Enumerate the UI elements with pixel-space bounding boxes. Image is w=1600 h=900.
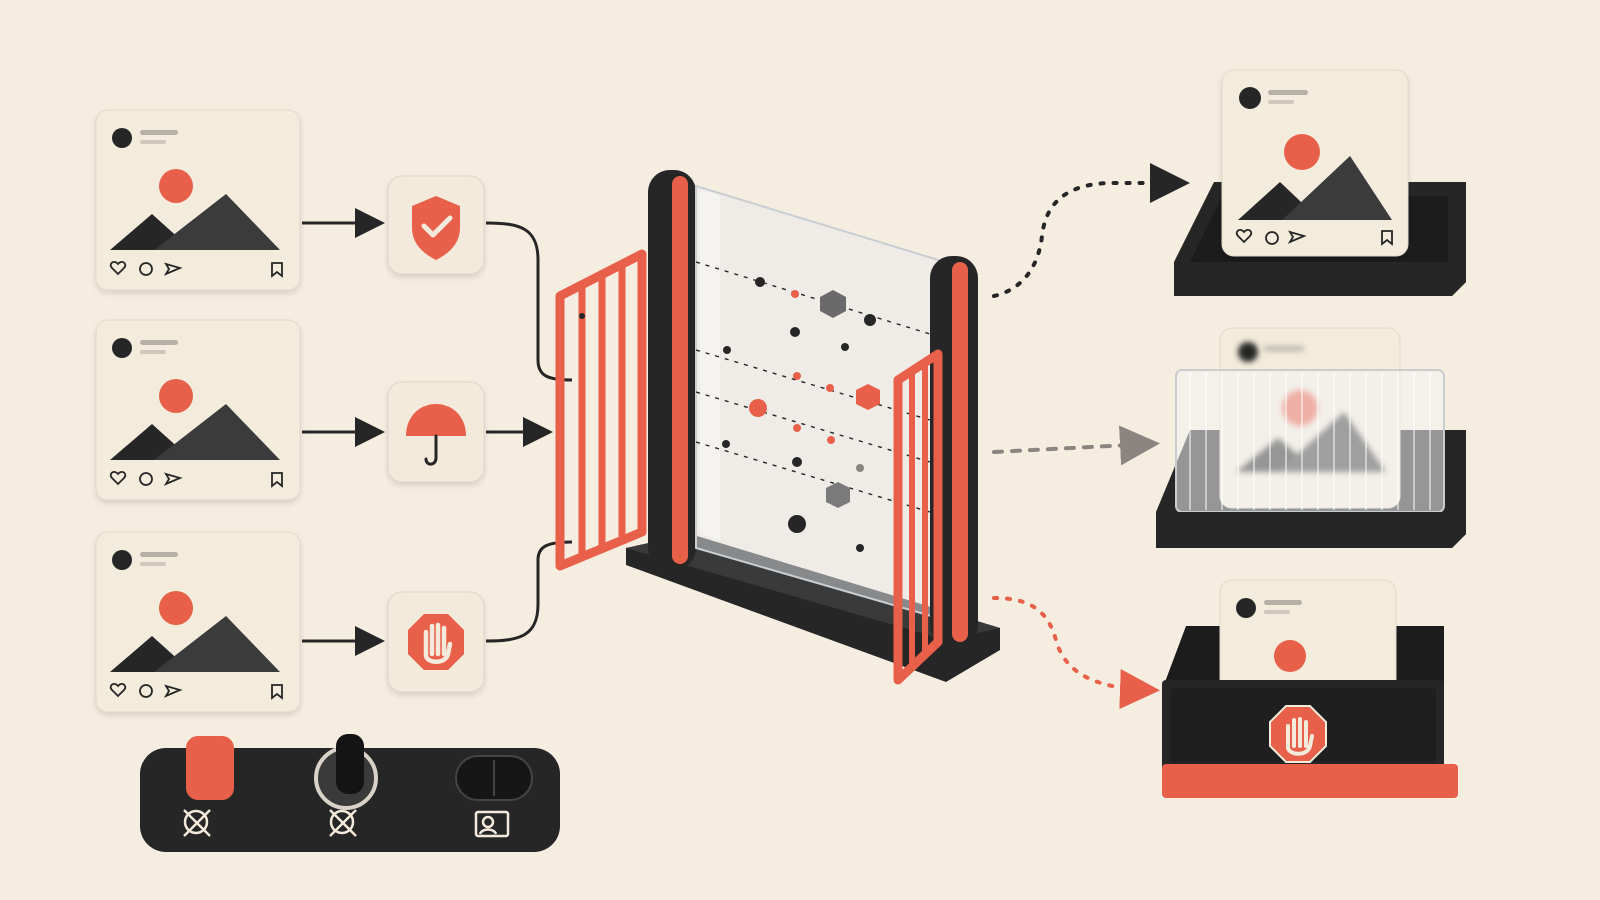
comment-icon — [1265, 231, 1279, 245]
policy-tile-umbrella — [387, 381, 485, 483]
bookmark-icon — [271, 262, 283, 278]
avatar-icon — [112, 338, 132, 358]
image-icon — [110, 169, 280, 250]
policy-tile-shield — [387, 175, 485, 275]
heart-icon — [1235, 229, 1253, 244]
arrow-blurred — [992, 425, 1160, 466]
switch-3[interactable] — [455, 755, 533, 838]
shield-check-icon — [412, 196, 460, 260]
avatar-icon — [1239, 87, 1261, 109]
share-icon — [1287, 230, 1307, 244]
post-actions — [109, 261, 283, 278]
avatar-icon — [1236, 598, 1256, 618]
filter-particles — [695, 261, 931, 552]
post-actions — [109, 683, 283, 700]
input-post-3 — [95, 531, 301, 713]
post-to-policy-arrows — [302, 208, 385, 656]
no-violence-icon — [329, 809, 357, 837]
post-actions — [1235, 229, 1393, 246]
image-icon — [110, 591, 280, 672]
policy-to-gate-connectors — [485, 221, 573, 643]
stop-hand-icon — [1269, 705, 1327, 763]
moderation-filter-gate — [555, 170, 1000, 685]
switch-2[interactable] — [314, 734, 378, 837]
gate-door-left — [555, 249, 647, 571]
approved-post-card — [1221, 69, 1409, 257]
blurred-post-tray — [1156, 327, 1466, 548]
share-icon — [163, 684, 183, 698]
post-actions — [109, 471, 283, 488]
avatar-icon — [112, 128, 132, 148]
image-icon — [1238, 134, 1392, 220]
umbrella-icon — [406, 404, 466, 466]
input-post-1 — [95, 109, 301, 291]
bookmark-icon — [271, 684, 283, 700]
approved-post-tray — [1174, 69, 1466, 296]
comment-icon — [139, 684, 153, 698]
comment-icon — [139, 262, 153, 276]
bookmark-icon — [271, 472, 283, 488]
control-panel — [140, 734, 560, 852]
avatar-icon — [112, 550, 132, 570]
switch-1[interactable] — [183, 736, 234, 837]
bookmark-icon — [1381, 230, 1393, 246]
policy-tile-stop — [387, 591, 485, 693]
person-id-icon — [474, 810, 510, 838]
input-post-2 — [95, 319, 301, 501]
image-icon — [110, 379, 280, 460]
frosted-glass-panel — [1175, 369, 1445, 513]
glass-pane — [695, 184, 946, 622]
heart-icon — [109, 261, 127, 276]
connector-tile3-gate — [485, 540, 573, 643]
heart-icon — [109, 683, 127, 698]
output-arrows — [992, 163, 1190, 710]
gate-door-right — [893, 349, 943, 685]
arrow-blocked — [992, 596, 1160, 710]
no-violence-icon — [183, 809, 211, 837]
heart-icon — [109, 471, 127, 486]
arrow-approved — [992, 163, 1190, 298]
share-icon — [163, 262, 183, 276]
share-icon — [163, 472, 183, 486]
stop-hand-icon — [408, 614, 464, 670]
blocked-post-tray — [1162, 579, 1458, 798]
connector-tile1-gate — [485, 221, 573, 382]
comment-icon — [139, 472, 153, 486]
